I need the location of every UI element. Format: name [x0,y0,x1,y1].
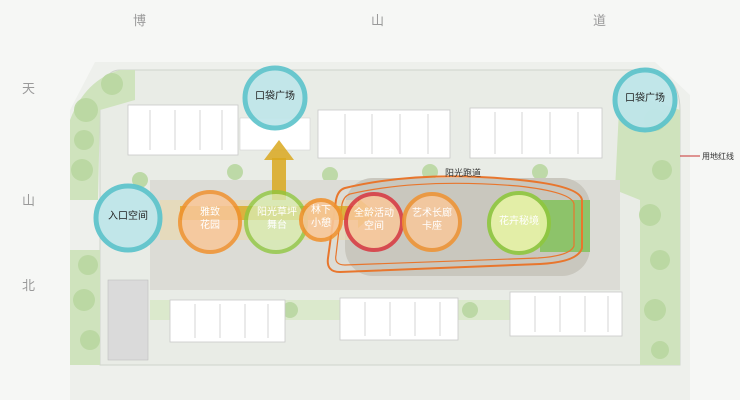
arrow-head-up [264,140,294,160]
entrance-circle [93,183,163,253]
road-label-top-2: 山 [371,14,385,29]
road-label-top-3: 道 [593,14,607,29]
garden-circle [178,190,242,254]
all-age-circle [344,192,404,252]
arrow-shaft-vertical [272,158,286,200]
sunlight-track-inner [335,182,575,266]
sunlight-track-outer [326,175,583,274]
sunlight-path-label: 阳光跑道 [445,169,482,179]
art-gallery-circle [402,192,462,252]
north-buildings [127,104,603,159]
lawn-stage-circle [244,190,308,254]
flower-realm-circle [487,191,551,255]
red-line-label: 用地红线 [702,152,734,161]
road-label-top-1: 博 [133,14,147,29]
pocket-right-circle [612,67,678,133]
tree-canopies [71,73,672,359]
zone-circles [93,65,678,255]
road-label-left-1: 天 [22,82,36,97]
south-buildings [107,279,623,361]
pocket-left-circle [242,65,308,131]
road-label-left-3: 北 [22,279,36,294]
road-label-left-2: 山 [22,194,36,209]
forest-rest-circle [299,198,343,242]
